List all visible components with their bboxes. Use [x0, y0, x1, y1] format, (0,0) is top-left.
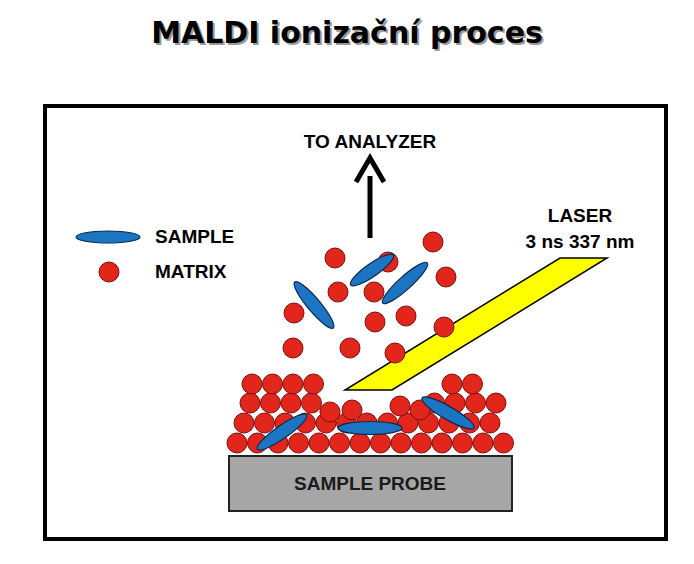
sample-molecule	[347, 250, 397, 290]
legend-text: SAMPLE	[155, 226, 234, 248]
matrix-molecule	[240, 393, 260, 413]
matrix-molecule	[396, 306, 416, 326]
desorbed-plume	[283, 232, 456, 363]
legend-matrix-mark	[99, 262, 119, 282]
matrix-molecule	[325, 248, 345, 268]
matrix-molecule	[436, 267, 456, 287]
matrix-molecule	[302, 393, 322, 413]
matrix-molecule	[466, 393, 486, 413]
sample-molecule	[419, 392, 477, 433]
matrix-molecule	[390, 396, 410, 416]
matrix-molecule	[494, 433, 514, 453]
matrix-molecule	[340, 338, 360, 358]
matrix-molecule	[442, 374, 462, 394]
label: 3 ns 337 nm	[526, 231, 635, 253]
matrix-molecule	[364, 282, 384, 302]
matrix-molecule	[423, 232, 443, 252]
matrix-molecule	[289, 433, 309, 453]
analyzer-arrow	[356, 158, 384, 238]
matrix-molecule	[412, 433, 432, 453]
matrix-molecule	[320, 402, 340, 422]
laser-beam	[345, 258, 607, 390]
matrix-molecule	[486, 393, 506, 413]
sample-probe: SAMPLE PROBE	[228, 455, 513, 512]
matrix-molecule	[463, 374, 483, 394]
sample-molecule	[290, 278, 339, 332]
matrix-molecule	[304, 374, 324, 394]
matrix-molecule	[365, 312, 385, 332]
matrix-molecule	[283, 338, 303, 358]
matrix-molecule	[261, 393, 281, 413]
sample-molecule	[254, 409, 311, 454]
matrix-molecule	[255, 413, 275, 433]
matrix-molecule	[281, 393, 301, 413]
matrix-molecule	[473, 433, 493, 453]
matrix-molecule	[330, 433, 350, 453]
matrix-molecule	[283, 374, 303, 394]
matrix-molecule	[453, 433, 473, 453]
matrix-molecule	[342, 400, 362, 420]
title: MALDI ionizační proces	[151, 15, 543, 50]
matrix-molecule	[391, 433, 411, 453]
matrix-molecule	[328, 282, 348, 302]
matrix-molecule	[385, 343, 405, 363]
matrix-molecule	[309, 433, 329, 453]
frame	[45, 106, 666, 539]
matrix-molecule	[263, 374, 283, 394]
matrix-molecule	[284, 303, 304, 323]
matrix-molecule	[227, 433, 247, 453]
matrix-molecule	[350, 433, 370, 453]
legend-sample-mark	[76, 231, 140, 243]
label: LASER	[548, 205, 612, 227]
matrix-molecule	[434, 317, 454, 337]
matrix-molecule	[242, 374, 262, 394]
matrix-molecule	[371, 433, 391, 453]
matrix-molecule	[480, 413, 500, 433]
matrix-molecule	[432, 433, 452, 453]
matrix-molecule	[234, 413, 254, 433]
legend-text: MATRIX	[155, 261, 226, 283]
node-text: SAMPLE PROBE	[294, 473, 446, 495]
label: TO ANALYZER	[304, 131, 436, 153]
sample-molecule	[338, 422, 402, 435]
